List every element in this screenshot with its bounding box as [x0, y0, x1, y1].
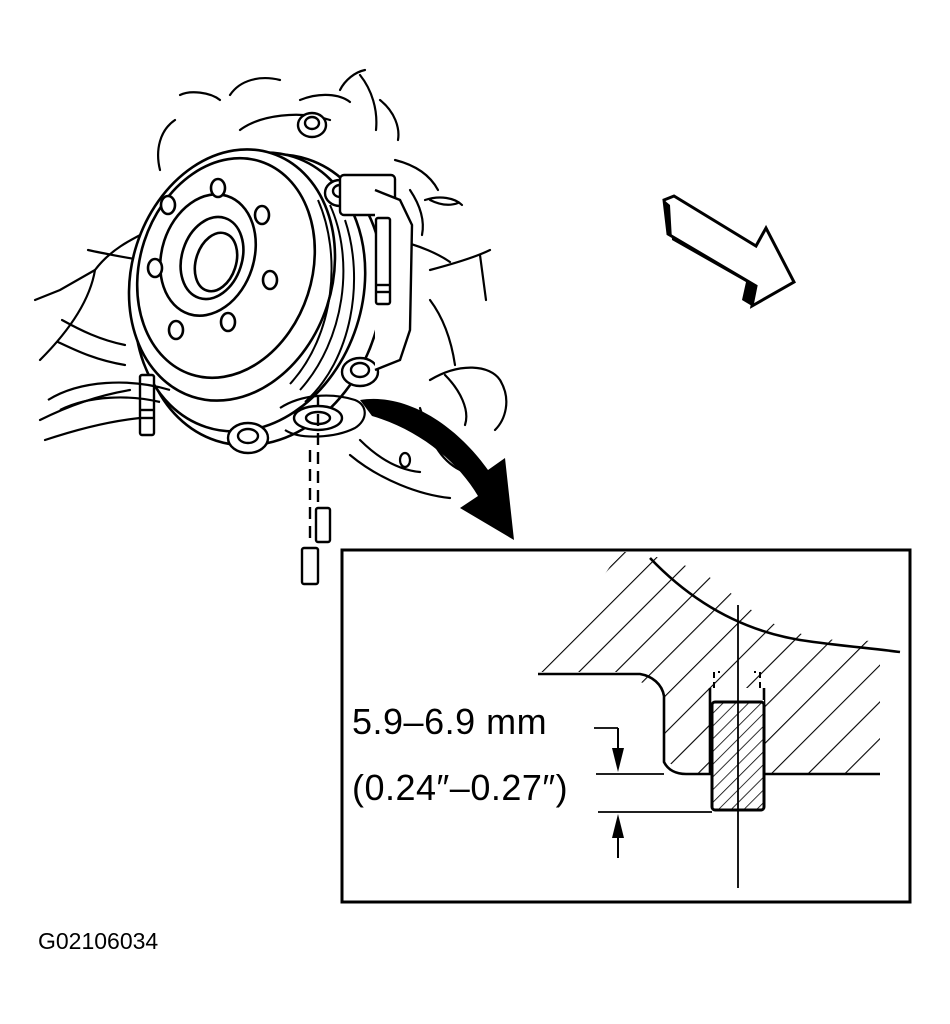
detail-inset-content	[538, 552, 901, 888]
pulley-grooves	[289, 199, 355, 403]
dowel-pin-exploded	[300, 395, 332, 586]
figure-id-label: G02106034	[38, 928, 159, 954]
crankshaft-pulley	[127, 148, 385, 447]
detail-pointer-arrow-icon	[360, 398, 514, 540]
engine-front-arrow-icon	[662, 194, 796, 309]
engine-block-outline	[33, 68, 508, 500]
mounting-flange	[47, 381, 366, 438]
dimension-metric-label: 5.9–6.9 mm	[352, 701, 548, 742]
dimension-imperial-label: (0.24″–0.27″)	[352, 767, 569, 808]
dowel-studs	[138, 216, 392, 437]
